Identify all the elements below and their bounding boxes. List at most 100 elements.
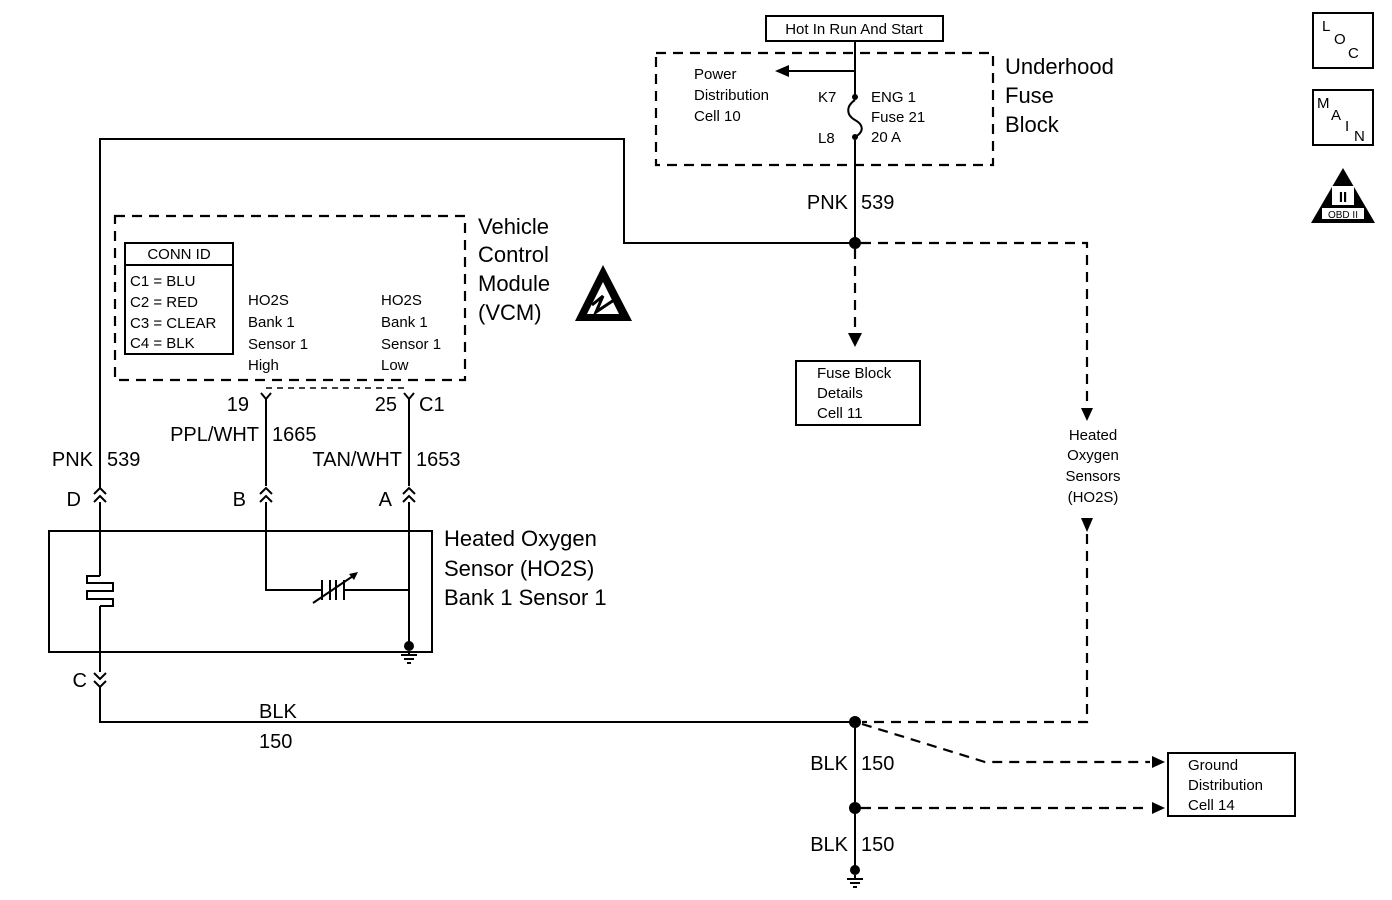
svg-text:Underhood: Underhood [1005, 54, 1114, 79]
arrow-right-icon [1152, 756, 1165, 768]
terminal-l8: L8 [818, 130, 835, 147]
esd-warning-icon [575, 265, 632, 321]
loc-icon[interactable]: L O C [1312, 12, 1374, 69]
terminal-k7: K7 [818, 89, 836, 106]
svg-text:Fuse Block: Fuse Block [817, 365, 892, 382]
ground-distribution-ref[interactable]: Ground Distribution Cell 14 [1167, 752, 1296, 817]
ho2s-sensor-title: Heated Oxygen Sensor (HO2S) Bank 1 Senso… [444, 526, 607, 610]
wire-label-1665: 1665 [272, 424, 317, 446]
svg-text:C: C [1348, 45, 1359, 62]
svg-text:(VCM): (VCM) [478, 300, 542, 325]
vcm-high-input-label: HO2S Bank 1 Sensor 1 High [248, 292, 308, 374]
svg-text:Bank 1: Bank 1 [381, 314, 428, 331]
power-distribution-label: Power Distribution Cell 10 [694, 66, 769, 125]
svg-text:OBD II: OBD II [1328, 210, 1358, 221]
svg-text:Details: Details [817, 385, 863, 402]
wire-label-1653: 1653 [416, 449, 461, 471]
svg-text:B: B [233, 489, 246, 511]
wire-label-pnk-left: PNK [52, 449, 94, 471]
svg-text:High: High [248, 357, 279, 374]
svg-text:II: II [1339, 189, 1347, 206]
main-icon[interactable]: M A I N [1312, 89, 1374, 146]
svg-text:(HO2S): (HO2S) [1068, 489, 1119, 506]
svg-text:A: A [379, 489, 393, 511]
svg-text:Power: Power [694, 66, 737, 83]
svg-text:C3 = CLEAR: C3 = CLEAR [130, 315, 216, 332]
wire-label-539-top: 539 [861, 192, 894, 214]
ground-symbol-icon [401, 651, 417, 664]
vcm-pin-19: 19 [227, 394, 249, 416]
wire-label-539-left: 539 [107, 449, 140, 471]
svg-text:Hot In Run And Start: Hot In Run And Start [785, 21, 923, 38]
svg-text:M: M [1317, 95, 1330, 112]
svg-text:A: A [1331, 107, 1341, 124]
svg-text:Distribution: Distribution [1188, 777, 1263, 794]
svg-text:Oxygen: Oxygen [1067, 447, 1119, 464]
wire-label-150-horizontal: 150 [259, 731, 292, 753]
sensor-pin-d-connector: D [67, 486, 107, 511]
arrow-down-icon [848, 333, 862, 347]
svg-text:Block: Block [1005, 112, 1060, 137]
svg-text:N: N [1354, 128, 1365, 145]
svg-text:Cell 14: Cell 14 [1188, 797, 1235, 814]
svg-text:Distribution: Distribution [694, 87, 769, 104]
wire-label-ppl-wht: PPL/WHT [170, 424, 259, 446]
ground-symbol-icon [847, 875, 863, 888]
fuse-label: ENG 1 Fuse 21 20 A [871, 89, 925, 146]
heated-oxygen-sensors-ref[interactable]: Heated Oxygen Sensors (HO2S) [1065, 427, 1120, 506]
svg-text:Sensor 1: Sensor 1 [381, 336, 441, 353]
power-source-label: Hot In Run And Start [765, 15, 944, 42]
wire-label-pnk-top: PNK [807, 192, 849, 214]
arrow-left-icon [775, 65, 789, 77]
svg-text:HO2S: HO2S [248, 292, 289, 309]
svg-text:O: O [1334, 31, 1346, 48]
svg-text:Heated: Heated [1069, 427, 1117, 444]
sensor-pin-a-connector: A [379, 486, 416, 511]
svg-text:Sensor (HO2S): Sensor (HO2S) [444, 556, 594, 581]
arrow-down-icon [1081, 518, 1093, 532]
arrow-down-icon [1081, 408, 1093, 421]
svg-text:C: C [73, 670, 87, 692]
svg-text:ENG 1: ENG 1 [871, 89, 916, 106]
wire-label-150-2: 150 [861, 834, 894, 856]
svg-text:Sensors: Sensors [1065, 468, 1120, 485]
svg-text:Low: Low [381, 357, 409, 374]
svg-text:Cell 10: Cell 10 [694, 108, 741, 125]
svg-text:Heated Oxygen: Heated Oxygen [444, 526, 597, 551]
svg-text:Fuse: Fuse [1005, 83, 1054, 108]
underhood-fuse-block-title: Underhood Fuse Block [1005, 54, 1114, 137]
vcm-connector-c1: C1 [419, 394, 445, 416]
svg-text:D: D [67, 489, 81, 511]
wire-label-tan-wht: TAN/WHT [312, 449, 402, 471]
svg-text:L: L [1322, 18, 1330, 35]
arrow-right-icon [1152, 802, 1165, 814]
svg-text:I: I [1345, 118, 1349, 135]
vcm-low-input-label: HO2S Bank 1 Sensor 1 Low [381, 292, 441, 374]
svg-text:Bank 1 Sensor 1: Bank 1 Sensor 1 [444, 585, 607, 610]
heater-element-icon [86, 575, 114, 607]
vcm-title: Vehicle Control Module (VCM) [478, 214, 550, 325]
svg-text:Control: Control [478, 242, 549, 267]
svg-text:C1 = BLU: C1 = BLU [130, 273, 195, 290]
underhood-fuse-block [654, 51, 995, 167]
conn-id-table: CONN ID C1 = BLU C2 = RED C3 = CLEAR C4 … [124, 242, 234, 355]
obd-ii-icon[interactable]: II OBD II [1311, 168, 1375, 223]
sensor-pin-b-connector: B [233, 486, 273, 511]
fuse-block-details-ref[interactable]: Fuse Block Details Cell 11 [795, 360, 921, 426]
wire-label-blk-1: BLK [810, 753, 848, 775]
wire-label-150-1: 150 [861, 753, 894, 775]
svg-text:Bank 1: Bank 1 [248, 314, 295, 331]
svg-text:20 A: 20 A [871, 129, 901, 146]
svg-text:Module: Module [478, 271, 550, 296]
svg-text:Vehicle: Vehicle [478, 214, 549, 239]
splice-blk-middle [849, 802, 861, 814]
oxygen-sensing-cell-icon [312, 572, 358, 604]
vcm-pin-25: 25 [375, 394, 397, 416]
vcm-module [113, 214, 467, 382]
svg-text:CONN ID: CONN ID [147, 246, 211, 263]
wire-label-blk-horizontal: BLK [259, 701, 297, 723]
wire-label-blk-2: BLK [810, 834, 848, 856]
svg-text:Fuse 21: Fuse 21 [871, 109, 925, 126]
svg-text:Cell 11: Cell 11 [817, 405, 863, 422]
